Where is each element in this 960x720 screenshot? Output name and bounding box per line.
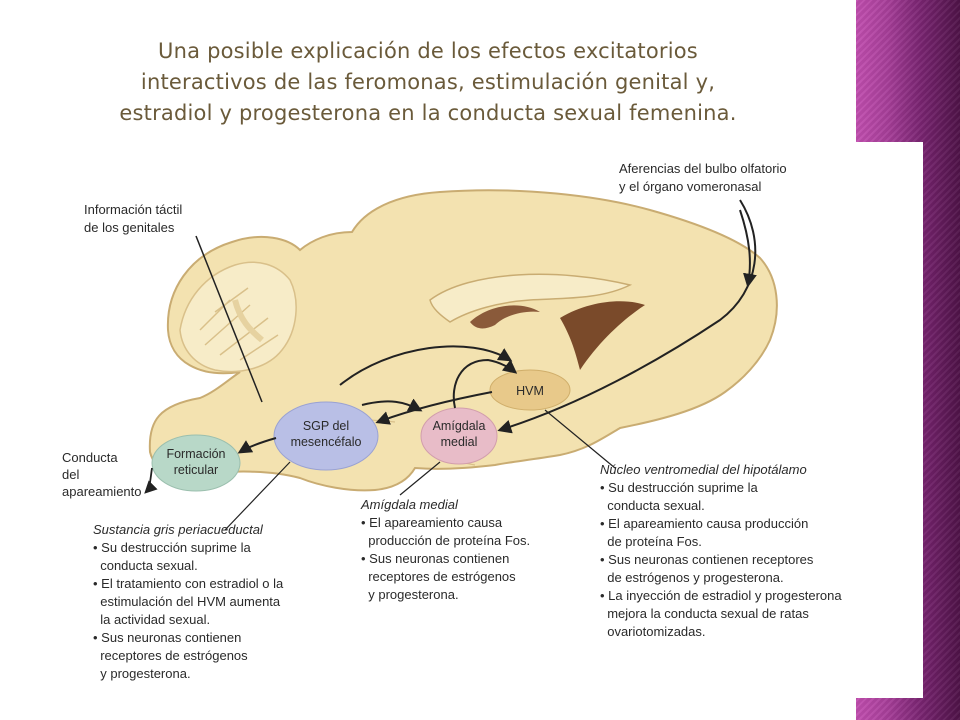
tactile-line-2: de los genitales (84, 220, 175, 235)
sgp-label-1: SGP del (303, 419, 349, 433)
note-amigdala-line: • Sus neuronas contienen (361, 551, 509, 566)
note-amigdala: Amígdala medial • El apareamiento causa … (360, 497, 530, 602)
arrow-olfactory-head (739, 209, 757, 288)
node-formacion-reticular: Formación reticular (151, 434, 241, 492)
hvm-label: HVM (516, 384, 544, 398)
node-amigdala-medial: Amígdala medial (420, 407, 498, 465)
note-hvm-line: mejora la conducta sexual de ratas (600, 606, 809, 621)
line-sgp-note (224, 461, 291, 531)
olfactory-line-2: y el órgano vomeronasal (619, 179, 761, 194)
note-sgp-line: la actividad sexual. (93, 612, 210, 627)
title-line-2: interactivos de las feromonas, estimulac… (140, 70, 716, 94)
behavior-line-1: Conducta (62, 450, 118, 465)
behavior-line-2: del (62, 467, 79, 482)
sgp-label-2: mesencéfalo (291, 435, 362, 449)
note-hvm: Núcleo ventromedial del hipotálamo • Su … (600, 462, 842, 639)
title-line-1: Una posible explicación de los efectos e… (158, 39, 698, 63)
note-amigdala-heading: Amígdala medial (360, 497, 459, 512)
line-hvm-note (544, 409, 616, 469)
tactile-line-1: Información táctil (84, 202, 182, 217)
note-hvm-line: conducta sexual. (600, 498, 705, 513)
note-sgp-line: • Sus neuronas contienen (93, 630, 241, 645)
formacion-label-1: Formación (166, 447, 225, 461)
note-sgp-line: conducta sexual. (93, 558, 198, 573)
formacion-label-2: reticular (174, 463, 218, 477)
amigdala-label-2: medial (441, 435, 478, 449)
label-olfactory: Aferencias del bulbo olfatorio y el órga… (619, 161, 787, 194)
line-tactile (195, 235, 263, 403)
node-sgp-mesencefalo: SGP del mesencéfalo (273, 401, 379, 471)
note-hvm-line: ovariotomizadas. (600, 624, 706, 639)
note-sgp-line: estimulación del HVM aumenta (93, 594, 281, 609)
arrow-sgp-to-formacion (237, 437, 277, 454)
note-hvm-line: • Sus neuronas contienen receptores (600, 552, 814, 567)
behavior-line-3: apareamiento (62, 484, 142, 499)
note-sgp-line: receptores de estrógenos (93, 648, 248, 663)
note-hvm-line: • Su destrucción suprime la (600, 480, 759, 495)
label-behavior: Conducta del apareamiento (62, 450, 142, 499)
note-hvm-heading: Núcleo ventromedial del hipotálamo (600, 462, 807, 477)
amigdala-label-1: Amígdala (433, 419, 486, 433)
note-hvm-line: de proteína Fos. (600, 534, 702, 549)
note-amigdala-line: producción de proteína Fos. (361, 533, 530, 548)
connections (144, 199, 757, 531)
node-hvm: HVM (489, 369, 571, 411)
slide-title: Una posible explicación de los efectos e… (0, 36, 856, 129)
arrow-olfactory-to-amigdala (497, 199, 757, 434)
arrow-formacion-to-behavior (144, 467, 158, 494)
arrow-amigdala-to-hvm (452, 358, 518, 409)
note-amigdala-line: receptores de estrógenos (361, 569, 516, 584)
note-hvm-line: de estrógenos y progesterona. (600, 570, 784, 585)
note-sgp-line: • Su destrucción suprime la (93, 540, 252, 555)
label-tactile: Información táctil de los genitales (84, 202, 182, 235)
note-sgp-heading: Sustancia gris periacueductal (93, 522, 264, 537)
arrow-sgp-to-amigdala (361, 398, 423, 412)
arrow-hvm-to-sgp (375, 391, 493, 425)
arrow-sgp-top-to-hvm (339, 345, 513, 386)
line-amigdala-note (399, 461, 441, 496)
note-amigdala-line: • El apareamiento causa (361, 515, 503, 530)
note-sgp-line: y progesterona. (93, 666, 191, 681)
title-line-3: estradiol y progesterona en la conducta … (119, 101, 737, 125)
olfactory-line-1: Aferencias del bulbo olfatorio (619, 161, 787, 176)
note-amigdala-line: y progesterona. (361, 587, 459, 602)
note-sgp: Sustancia gris periacueductal • Su destr… (93, 522, 284, 681)
note-sgp-line: • El tratamiento con estradiol o la (93, 576, 284, 591)
note-hvm-line: • La inyección de estradiol y progestero… (600, 588, 842, 603)
note-hvm-line: • El apareamiento causa producción (600, 516, 808, 531)
